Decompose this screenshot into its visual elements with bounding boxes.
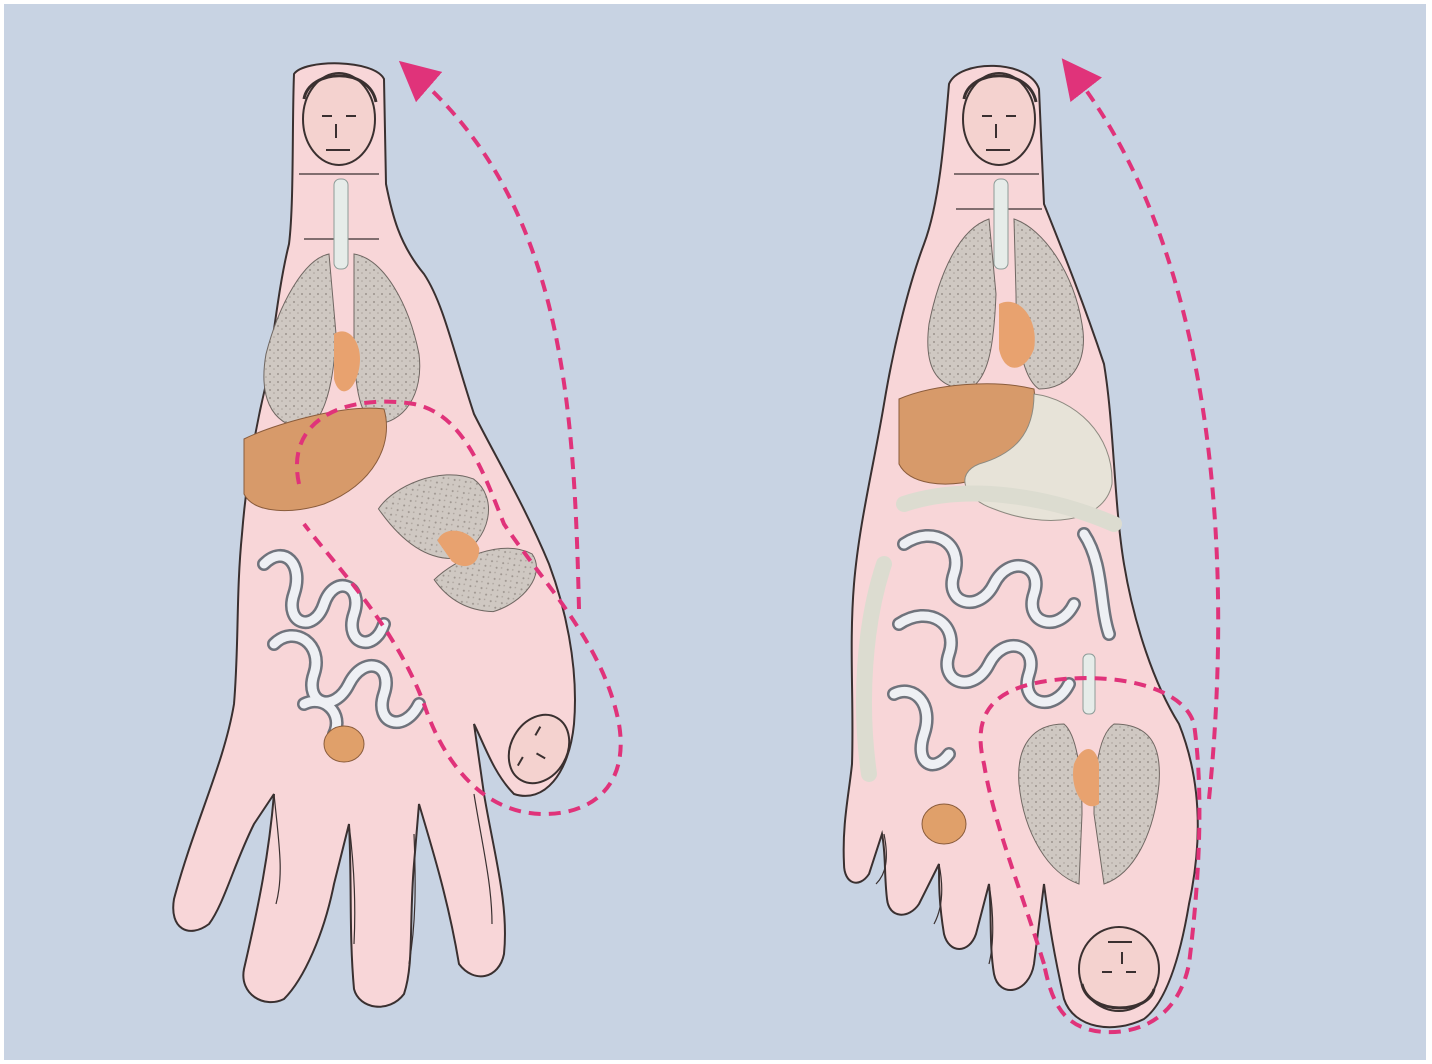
foot-trachea bbox=[994, 179, 1008, 269]
foot-toe-head bbox=[963, 73, 1036, 165]
reflexology-diagram bbox=[4, 4, 1426, 1060]
hand-finger-head bbox=[303, 73, 376, 165]
hand-bladder bbox=[324, 726, 364, 762]
hand-trachea bbox=[334, 179, 348, 269]
foot-inverted-head bbox=[1079, 927, 1159, 1011]
foot-bladder bbox=[922, 804, 966, 844]
